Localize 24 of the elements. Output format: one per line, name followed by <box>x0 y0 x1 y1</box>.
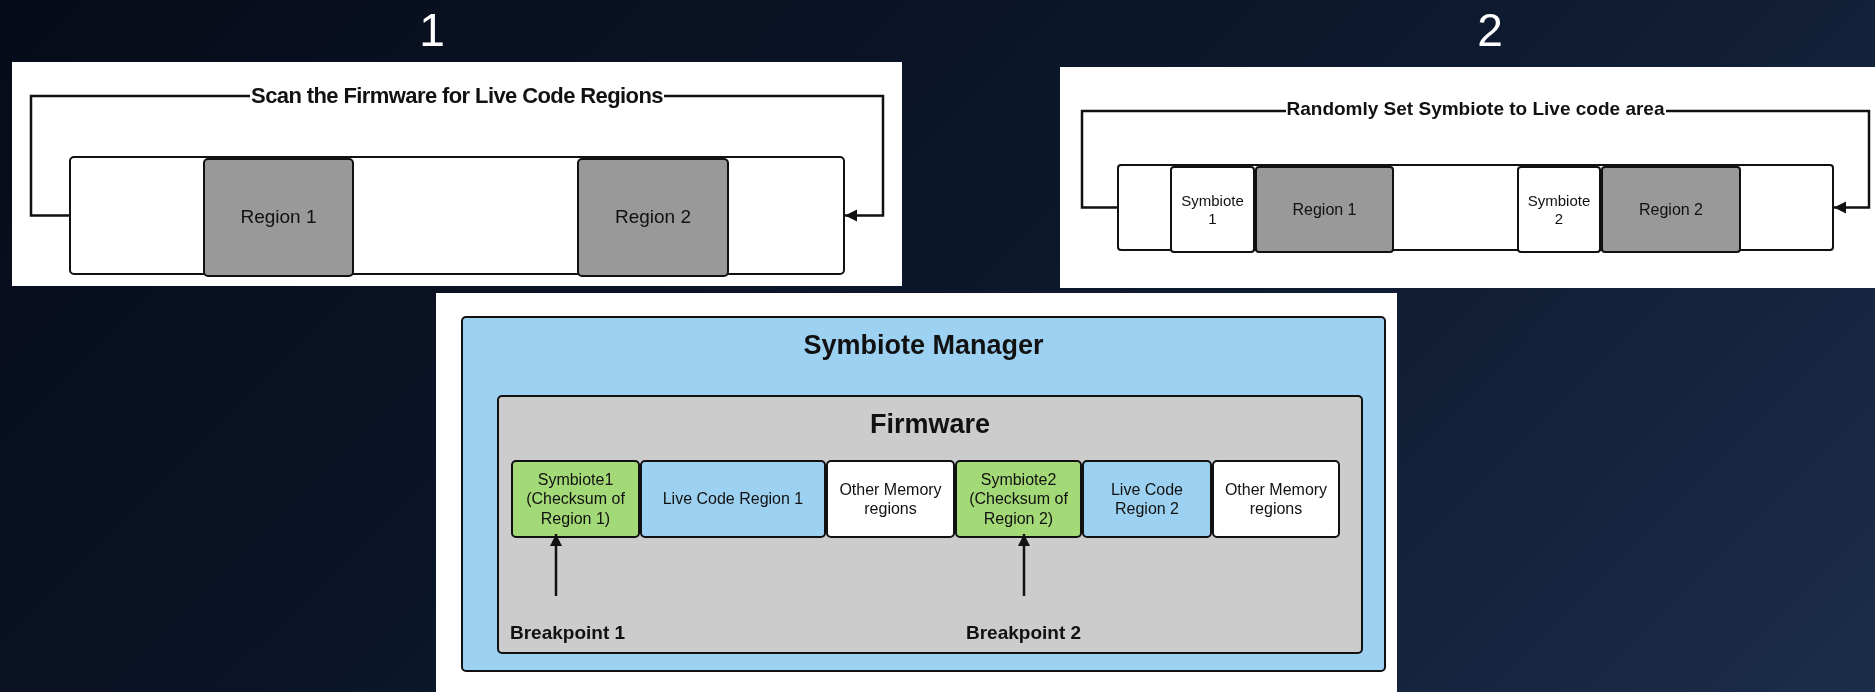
breakpoint-label: Breakpoint 2 <box>966 622 1106 648</box>
arrow <box>1018 534 1030 596</box>
memory-block: Region 1 <box>203 158 354 277</box>
memory-block: Symbiote2 (Checksum of Region 2) <box>955 460 1082 538</box>
memory-block: Live Code Region 2 <box>1082 460 1212 538</box>
memory-block: Symbiote1 (Checksum of Region 1) <box>511 460 640 538</box>
arrow <box>550 534 562 596</box>
memory-bar <box>1117 164 1834 251</box>
container-panel <box>461 316 1386 672</box>
group-title: Symbiote Manager <box>802 330 1045 361</box>
memory-block: Region 2 <box>577 158 729 277</box>
memory-block: Live Code Region 1 <box>640 460 826 538</box>
memory-block: Symbiote 1 <box>1170 166 1255 253</box>
group-title: Firmware <box>868 409 992 440</box>
memory-bar <box>69 156 845 275</box>
memory-block: Other Memory regions <box>826 460 955 538</box>
panel-number: 2 <box>1476 4 1504 56</box>
memory-block: Region 1 <box>1255 166 1394 253</box>
memory-block: Region 2 <box>1601 166 1741 253</box>
container-panel <box>497 395 1363 654</box>
memory-block: Other Memory regions <box>1212 460 1340 538</box>
memory-block: Symbiote 2 <box>1517 166 1601 253</box>
breakpoint-label: Breakpoint 1 <box>510 622 650 648</box>
panel-number: 1 <box>418 4 446 56</box>
